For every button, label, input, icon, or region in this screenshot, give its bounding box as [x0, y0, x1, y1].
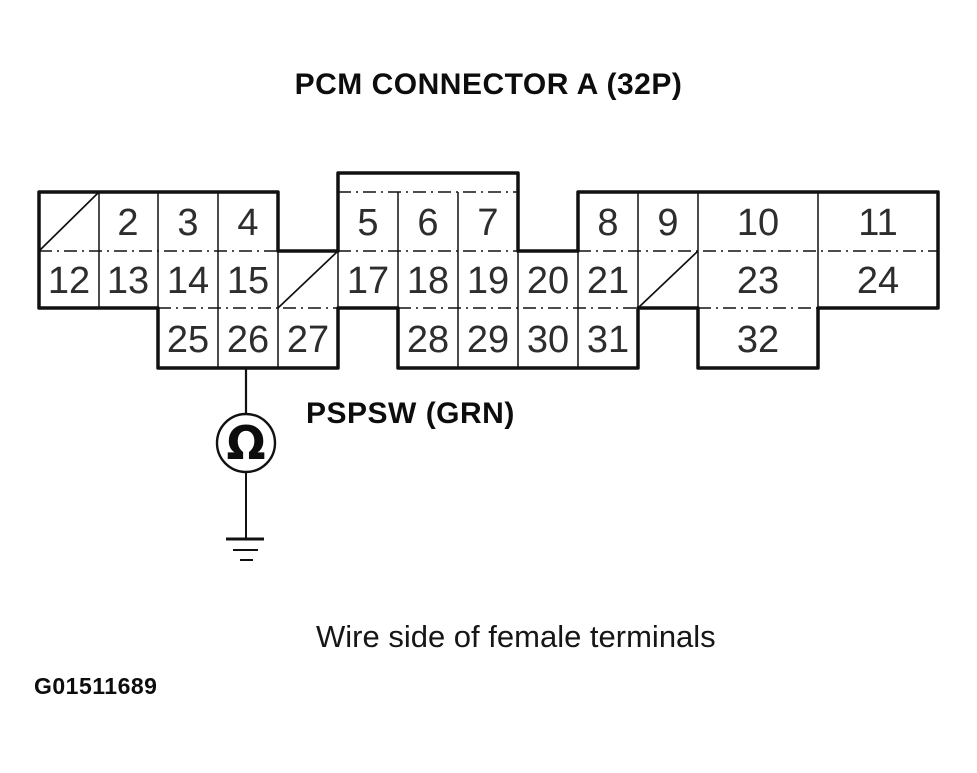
pin-number-12: 12: [48, 260, 90, 302]
connector-outline: [37, 171, 940, 370]
pin-number-24: 24: [857, 260, 899, 302]
pin-number-14: 14: [167, 260, 209, 302]
pin-number-8: 8: [597, 202, 618, 244]
pin-number-25: 25: [167, 319, 209, 361]
omitted-pin-diagonal: [38, 191, 100, 252]
pin-number-29: 29: [467, 319, 509, 361]
pin-number-28: 28: [407, 319, 449, 361]
pin-number-26: 26: [227, 319, 269, 361]
pin-number-30: 30: [527, 319, 569, 361]
omitted-pin-diagonal: [637, 250, 699, 309]
pin-number-32: 32: [737, 319, 779, 361]
caption-wire-side: Wire side of female terminals: [316, 619, 716, 654]
pin-number-23: 23: [737, 260, 779, 302]
figure-id: G01511689: [34, 673, 158, 699]
pin-number-31: 31: [587, 319, 629, 361]
pin-number-4: 4: [237, 202, 258, 244]
pin-number-21: 21: [587, 260, 629, 302]
pin-number-2: 2: [117, 202, 138, 244]
diagram-title: PCM CONNECTOR A (32P): [294, 68, 683, 101]
ohmmeter-symbol: Ω: [226, 416, 265, 470]
pin-number-15: 15: [227, 260, 269, 302]
omitted-pin-diagonal: [277, 250, 339, 309]
pin-number-20: 20: [527, 260, 569, 302]
pin-number-6: 6: [417, 202, 438, 244]
pin-number-10: 10: [737, 202, 779, 244]
pin-number-5: 5: [357, 202, 378, 244]
pin-number-17: 17: [347, 260, 389, 302]
pin-number-27: 27: [287, 319, 329, 361]
pin-number-3: 3: [177, 202, 198, 244]
pin-number-13: 13: [107, 260, 149, 302]
pin-number-9: 9: [657, 202, 678, 244]
wire-label: PSPSW (GRN): [306, 397, 515, 430]
pin-number-11: 11: [858, 202, 897, 244]
pin-number-19: 19: [467, 260, 509, 302]
pin-number-7: 7: [477, 202, 498, 244]
pin-number-18: 18: [407, 260, 449, 302]
